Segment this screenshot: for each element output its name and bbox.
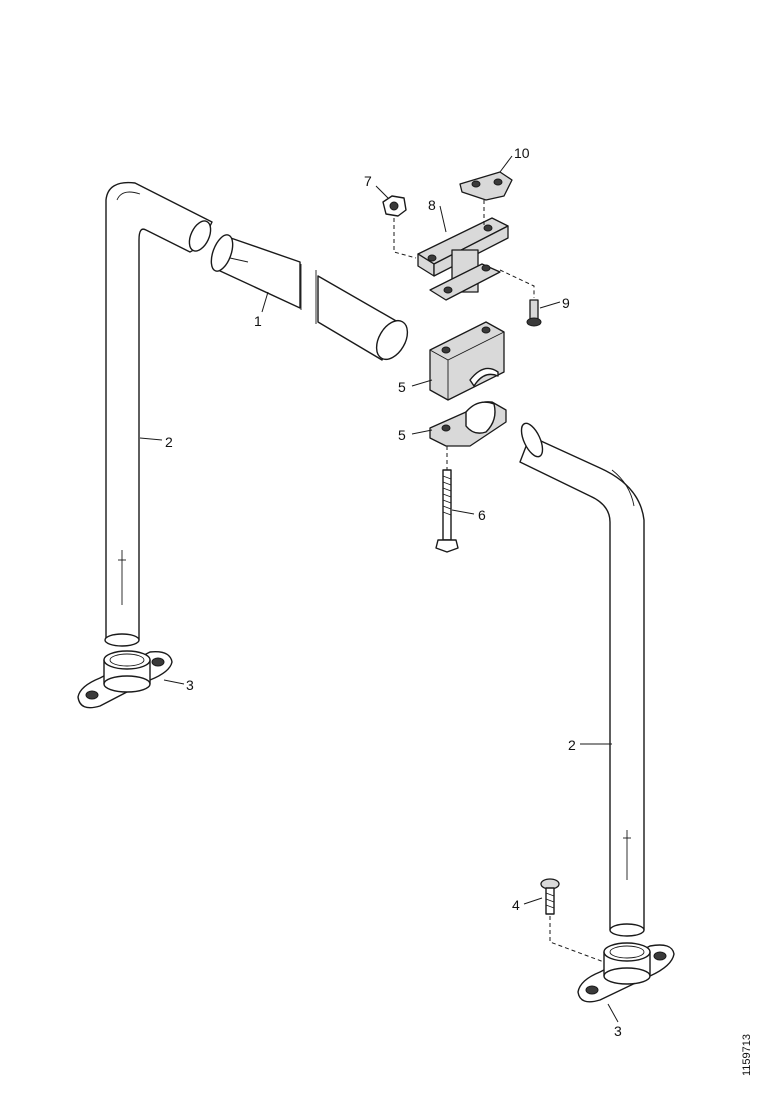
callout-7: 7	[364, 173, 372, 189]
upper-clamp-bracket	[417, 217, 509, 301]
callout-3-left: 3	[186, 677, 194, 693]
right-bent-tube	[519, 422, 645, 937]
clamp-block-lower	[429, 401, 507, 447]
callout-1: 1	[254, 313, 262, 329]
center-crossbar-tube	[210, 234, 409, 361]
short-bolt-right	[499, 269, 542, 327]
leader-lines	[139, 155, 619, 1023]
callout-10: 10	[514, 145, 530, 161]
top-plate	[459, 171, 513, 226]
callout-3-right: 3	[614, 1023, 622, 1039]
callout-6: 6	[478, 507, 486, 523]
callout-5-lower: 5	[398, 427, 406, 443]
callout-9: 9	[562, 295, 570, 311]
callout-2-right: 2	[568, 737, 576, 753]
callout-2-left: 2	[165, 434, 173, 450]
long-bolt	[435, 446, 459, 553]
right-base-flange	[577, 942, 675, 1003]
left-base-flange	[77, 650, 173, 709]
figure-reference-id: 1159713	[741, 1034, 753, 1076]
screw	[540, 878, 605, 963]
clamp-block-upper	[429, 321, 505, 401]
callout-4: 4	[512, 897, 520, 913]
nut	[382, 195, 417, 259]
callouts: 1 2 3 2 3 4 5 5 6 7 8 9 10	[165, 145, 622, 1039]
callout-8: 8	[428, 197, 436, 213]
callout-5-upper: 5	[398, 379, 406, 395]
left-bent-tube	[104, 181, 213, 647]
